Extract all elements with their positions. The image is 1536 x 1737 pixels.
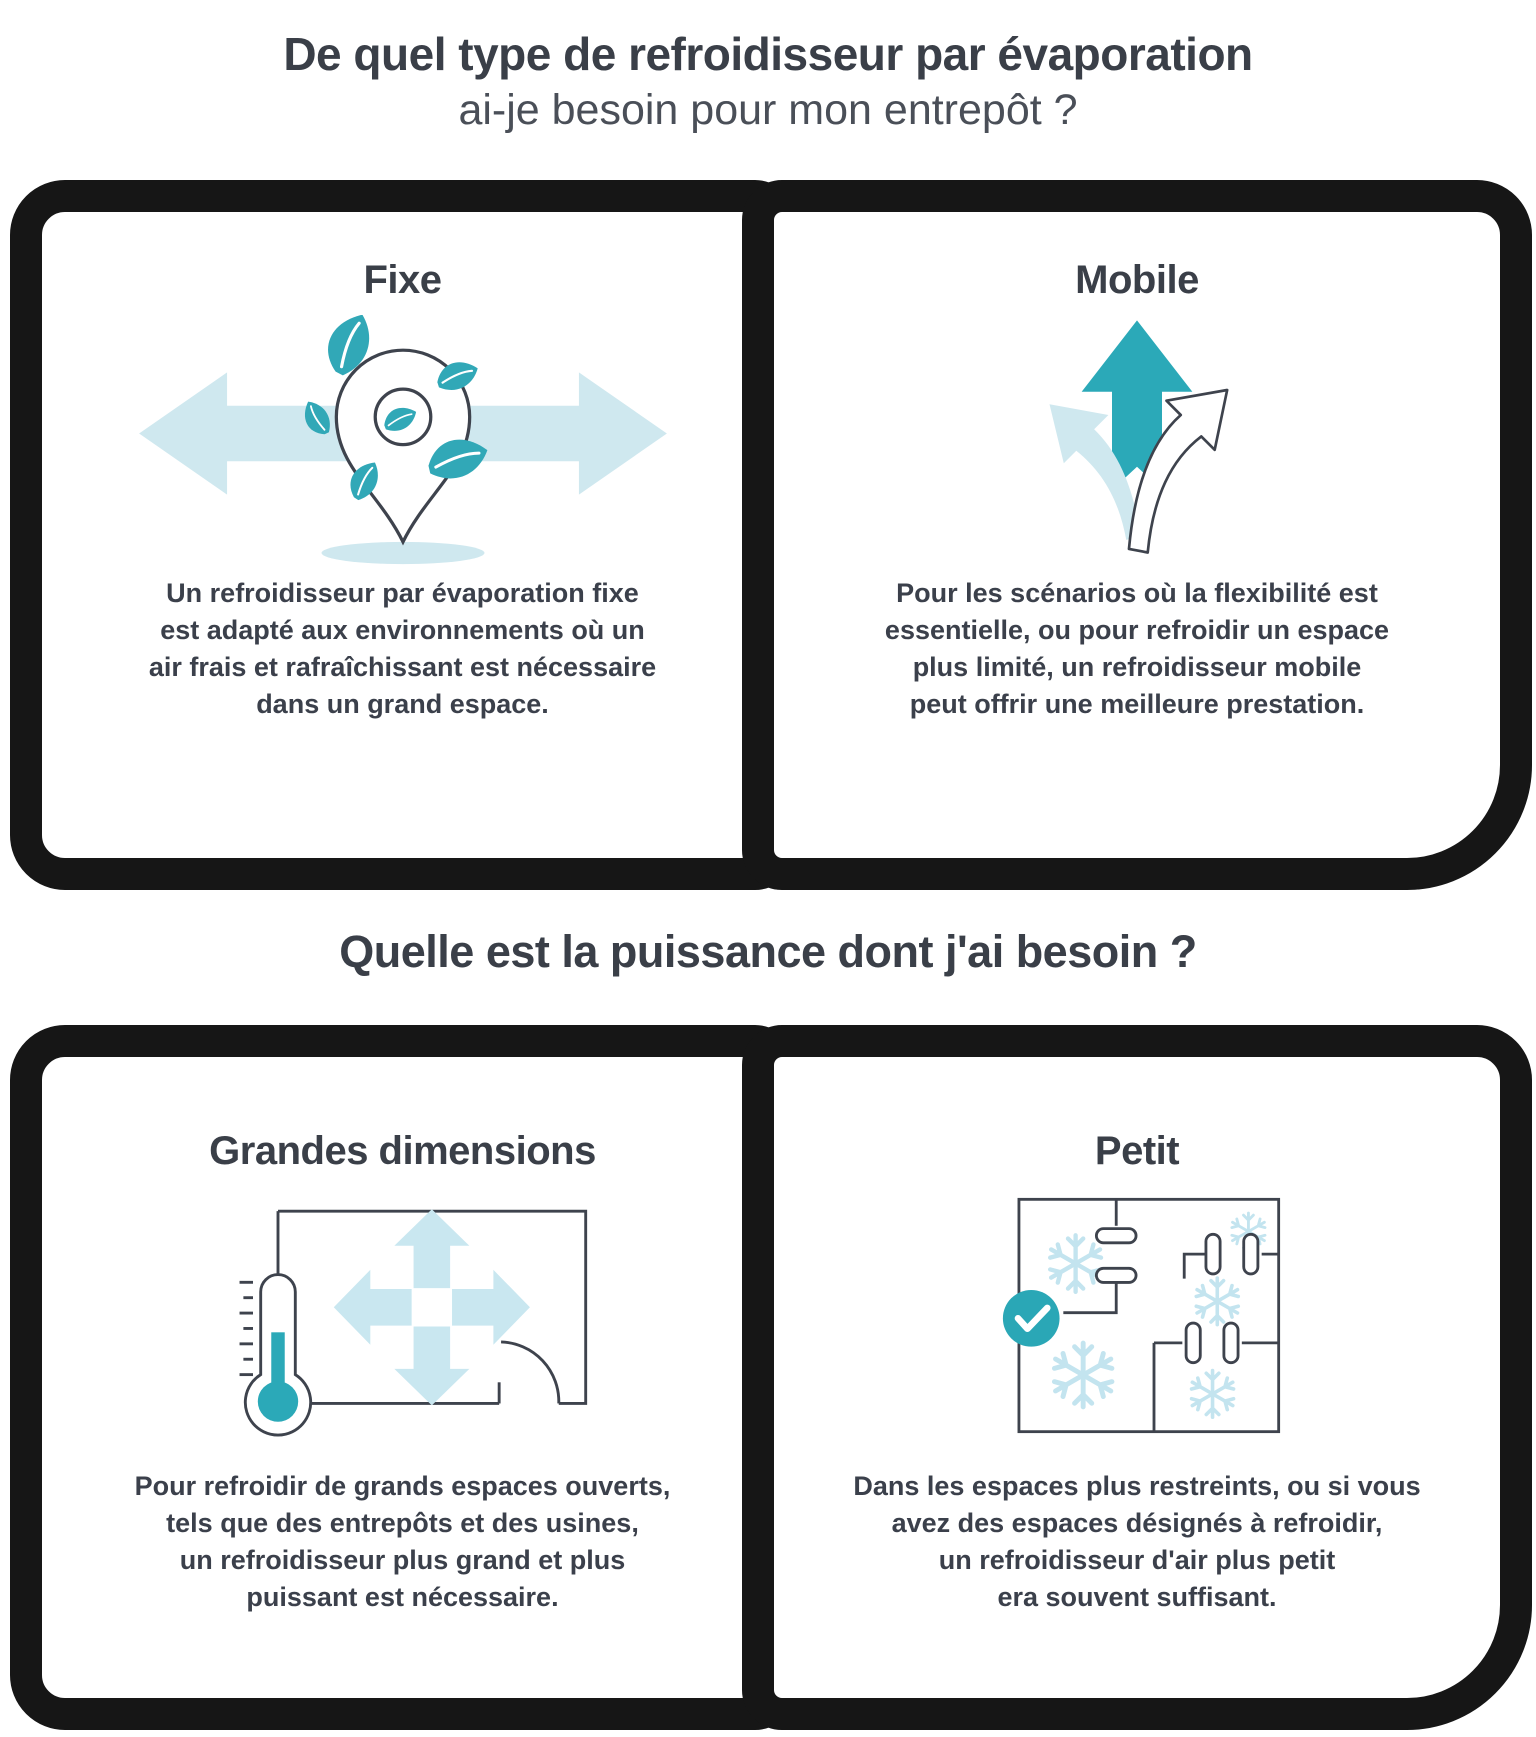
card-body: Pour les scénarios où la flexibilité est… <box>885 575 1389 723</box>
interior-walls <box>1063 1198 1279 1432</box>
card-body: Dans les espaces plus restreints, ou si … <box>853 1468 1420 1616</box>
expand-right-arrow <box>451 1269 530 1345</box>
pin-shadow <box>321 541 484 565</box>
expand-left-arrow <box>333 1269 412 1345</box>
power-section-title: Quelle est la puissance dont j'ai besoin… <box>339 926 1197 977</box>
card-body: Pour refroidir de grands espaces ouverts… <box>135 1468 671 1616</box>
large-room-expand-arrows-thermometer-icon <box>188 1190 618 1440</box>
body-line: peut offrir une meilleure prestation. <box>909 689 1365 719</box>
body-line: Un refroidisseur par évaporation fixe <box>166 578 639 608</box>
card-mobile: Mobile Pour les scénarios où la flexibil… <box>742 180 1532 890</box>
map-pin-leaves-arrows-icon <box>113 315 693 565</box>
body-line: era souvent suffisant. <box>997 1582 1277 1612</box>
card-title: Grandes dimensions <box>209 1129 596 1173</box>
body-line: avez des espaces désignés à refroidir, <box>891 1508 1383 1538</box>
small-floorplan-snowflakes-check-icon <box>962 1190 1312 1440</box>
small-floorplan-snowflakes-check-icon <box>1002 1197 1281 1433</box>
curved-left-arrow <box>1049 404 1141 540</box>
body-line: essentielle, ou pour refroidir un espace <box>884 615 1390 645</box>
card-petit: Petit <box>742 1025 1532 1730</box>
card-title: Mobile <box>1075 258 1199 302</box>
door-arc <box>500 1340 560 1404</box>
body-line: est adapté aux environnements où un <box>160 615 645 645</box>
card-fixe: Fixe <box>10 180 795 890</box>
power-cards-row: Grandes dimensions <box>0 1025 1536 1730</box>
thermometer-ticks <box>239 1280 253 1377</box>
card-title: Petit <box>1094 1129 1180 1173</box>
main-subtitle: ai-je besoin pour mon entrepôt ? <box>458 86 1078 134</box>
three-way-branching-arrows-icon <box>1049 320 1229 554</box>
type-cards-row: Fixe <box>0 180 1536 890</box>
left-arrow <box>138 372 347 495</box>
body-line: un refroidisseur plus grand et plus <box>179 1545 626 1575</box>
up-arrow <box>1081 320 1193 490</box>
body-line: tels que des entrepôts et des usines, <box>166 1508 639 1538</box>
map-pin-leaves-arrows-icon <box>138 315 667 565</box>
body-line: dans un grand espace. <box>256 689 549 719</box>
body-line: plus limité, un refroidisseur mobile <box>912 652 1362 682</box>
check-icon <box>1014 1304 1051 1332</box>
card-grandes-dimensions: Grandes dimensions <box>10 1025 795 1730</box>
body-line: puissant est nécessaire. <box>246 1582 559 1612</box>
large-room-expand-arrows-thermometer-icon <box>239 1209 587 1437</box>
infographic-header: De quel type de refroidisseur par évapor… <box>0 26 1536 136</box>
main-title: De quel type de refroidisseur par évapor… <box>283 28 1253 80</box>
body-line: Dans les espaces plus restreints, ou si … <box>853 1471 1421 1501</box>
check-badge <box>1002 1289 1060 1347</box>
curved-right-arrow <box>1127 388 1229 554</box>
body-line: air frais et rafraîchissant est nécessai… <box>148 652 657 682</box>
card-title: Fixe <box>363 258 442 302</box>
expand-up-arrow <box>393 1209 469 1289</box>
body-line: Pour refroidir de grands espaces ouverts… <box>134 1471 671 1501</box>
body-line: un refroidisseur d'air plus petit <box>938 1545 1336 1575</box>
three-way-branching-arrows-icon <box>977 315 1297 565</box>
card-body: Un refroidisseur par évaporation fixe es… <box>149 575 656 723</box>
right-arrow <box>458 372 667 495</box>
body-line: Pour les scénarios où la flexibilité est <box>896 578 1378 608</box>
expand-down-arrow <box>393 1326 469 1406</box>
